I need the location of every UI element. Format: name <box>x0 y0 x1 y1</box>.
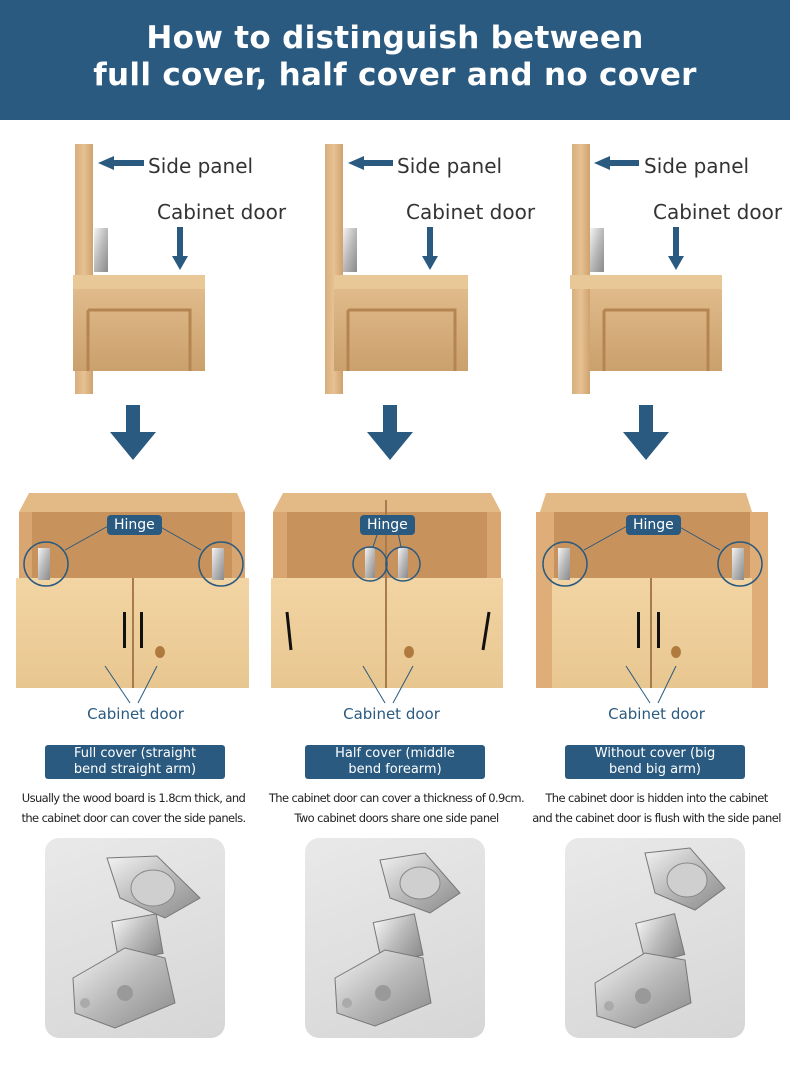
arrow-down-icon <box>668 227 684 270</box>
cover-type-line-2: bend straight arm) <box>73 762 197 777</box>
arrow-down-icon <box>422 227 438 270</box>
hinge-tag: Hinge <box>626 515 681 535</box>
cabinet-door-label: Cabinet door <box>157 200 287 224</box>
full-cover-illustration <box>16 144 249 704</box>
cabinet-door-caption: Cabinet door <box>608 705 705 723</box>
cabinet-door-caption: Cabinet door <box>87 705 184 723</box>
description-line-2: Two cabinet doors share one side panel <box>294 811 499 825</box>
description-line-1: The cabinet door can cover a thickness o… <box>268 791 525 805</box>
description-line-1: Usually the wood board is 1.8cm thick, a… <box>21 791 246 805</box>
arrow-down-icon <box>172 227 188 270</box>
hinge-photo-icon <box>45 838 225 1038</box>
cover-type-box: Without cover (big bend big arm) <box>565 745 745 779</box>
cover-type-line-2: bend forearm) <box>348 762 442 777</box>
cover-type-line-1: Without cover (big <box>594 746 716 761</box>
hinge-tag: Hinge <box>107 515 162 535</box>
cabinet-door-label: Cabinet door <box>653 200 783 224</box>
cabinet-door-board <box>590 275 722 371</box>
header-banner: How to distinguish between full cover, h… <box>0 0 790 120</box>
column-full-cover: Side panel Cabinet door Hinge Cabinet do… <box>0 120 286 1078</box>
hinge-in-profile <box>590 228 604 272</box>
side-panel-label: Side panel <box>644 154 750 178</box>
half-cover-illustration <box>271 144 503 704</box>
side-panel-label: Side panel <box>148 154 254 178</box>
cabinet-door-caption: Cabinet door <box>343 705 440 723</box>
column-without-cover: Side panel Cabinet door Hinge Cabinet do… <box>526 120 789 1078</box>
cabinet-door-board <box>334 275 468 371</box>
cabinet-door-board <box>73 275 205 371</box>
arrow-left-icon <box>348 156 393 170</box>
column-half-cover: Side panel Cabinet door Hinge Cabinet do… <box>263 120 535 1078</box>
side-panel-label: Side panel <box>397 154 503 178</box>
description: Usually the wood board is 1.8cm thick, a… <box>2 788 265 828</box>
big-down-arrow-icon <box>623 405 669 460</box>
arrow-left-icon <box>98 156 144 170</box>
hinge-photo-icon <box>305 838 485 1038</box>
description: The cabinet door is hidden into the cabi… <box>525 788 788 828</box>
page-title-line-2: full cover, half cover and no cover <box>93 57 697 93</box>
side-panel-board <box>572 144 590 394</box>
page-title-line-1: How to distinguish between <box>146 20 644 56</box>
description-line-2: and the cabinet door is flush with the s… <box>532 811 781 825</box>
hinge-in-profile <box>94 228 108 272</box>
hinge-in-profile <box>343 228 357 272</box>
big-down-arrow-icon <box>367 405 413 460</box>
description-line-2: the cabinet door can cover the side pane… <box>21 811 246 825</box>
cover-type-box: Full cover (straight bend straight arm) <box>45 745 225 779</box>
hinge-photo-icon <box>565 838 745 1038</box>
description-line-1: The cabinet door is hidden into the cabi… <box>545 791 768 805</box>
hinge-tag: Hinge <box>360 515 415 535</box>
cabinet-door-label: Cabinet door <box>406 200 536 224</box>
cover-type-line-1: Full cover (straight <box>73 746 197 761</box>
cover-type-line-1: Half cover (middle <box>335 746 455 761</box>
cover-type-box: Half cover (middle bend forearm) <box>305 745 485 779</box>
without-cover-illustration <box>536 144 768 704</box>
cover-type-line-2: bend big arm) <box>609 762 701 777</box>
big-down-arrow-icon <box>110 405 156 460</box>
arrow-left-icon <box>594 156 639 170</box>
description: The cabinet door can cover a thickness o… <box>265 788 528 828</box>
